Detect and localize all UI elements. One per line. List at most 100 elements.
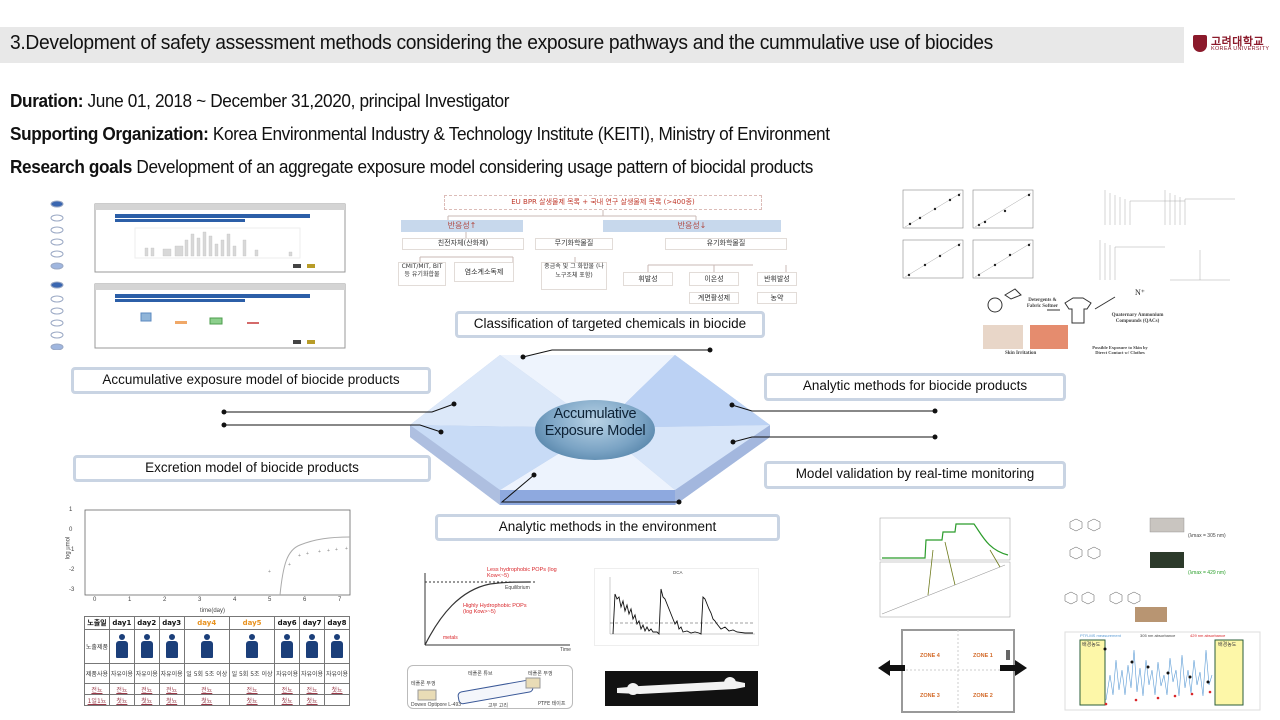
x-tick-label: 0	[93, 597, 97, 603]
duration-label: Duration:	[10, 90, 84, 111]
svg-text:N⁺: N⁺	[1135, 288, 1145, 297]
urine-value: 전뇨	[141, 686, 153, 694]
data-point: +	[335, 547, 338, 553]
wavelength-label: (λmax = 429 nm)	[1188, 570, 1226, 576]
flowchart-node: 유기화학물질	[665, 238, 787, 250]
urine-value: 첫뇨	[141, 697, 153, 705]
urine-cell: 첫뇨	[274, 694, 301, 706]
flowchart-node: 염소계소독제	[454, 262, 514, 282]
day-header-cell: day8	[324, 616, 350, 630]
urine-value: 전뇨	[91, 686, 103, 694]
person-icon	[306, 633, 319, 658]
usage-cell: 일 5회 5조 이상	[183, 663, 230, 684]
urine-cell: 전뇨	[274, 683, 301, 695]
urine-cell: 전뇨	[84, 683, 110, 695]
sampler-annotation: Equilibrium	[505, 585, 530, 591]
data-point: +	[327, 548, 330, 554]
data-point: +	[345, 546, 348, 552]
person-cell	[299, 629, 325, 664]
korea-university-logo: 고려대학교 KOREA UNIVERSITY	[1193, 33, 1273, 55]
device-label: 테플론 뚜껑	[411, 681, 436, 687]
usage-cell: 자유이용	[108, 663, 135, 684]
urine-cell: 전뇨	[108, 683, 135, 695]
sampler-rod-photo	[605, 671, 758, 706]
urine-value: 전뇨	[306, 686, 318, 694]
urine-cell: 전뇨	[299, 683, 325, 695]
flowchart-node: 이온성	[689, 272, 739, 286]
label-classification: Classification of targeted chemicals in …	[455, 311, 765, 338]
sampler-annotation: metals	[443, 635, 458, 641]
urine-cell: 첫뇨	[299, 694, 325, 706]
day-header-cell: day5	[228, 616, 276, 630]
person-icon	[200, 633, 213, 658]
exposure-product-row: 노출제품	[84, 629, 350, 664]
usage-cell: 자유이용	[299, 663, 325, 684]
flowchart-node: 농약	[757, 292, 797, 304]
person-icon	[165, 633, 178, 658]
urine-value: 전뇨	[166, 686, 178, 694]
x-tick-label: 4	[233, 597, 237, 603]
person-cell	[274, 629, 301, 664]
analytic-products-figures: N⁺ Detergents & Fabric Softner Quaternar…	[895, 185, 1275, 360]
flowchart-connectors	[419, 210, 787, 272]
person-icon	[140, 633, 153, 658]
flowchart-node: 휘발성	[623, 272, 673, 286]
excretion-x-label: time(day)	[200, 608, 226, 614]
row-label: 제품사용	[84, 663, 110, 684]
hexagon-left-edge	[410, 425, 500, 505]
flowchart-node: 계면활성제	[689, 292, 739, 304]
urine-cell: 전뇨	[158, 683, 185, 695]
skin-exposure-label: Possible Exposure to Skin by Direct Cont…	[1092, 345, 1148, 355]
usage-cell: 자유이용	[158, 663, 185, 684]
label-accumulative-exposure-model: Accumulative exposure model of biocide p…	[71, 367, 431, 394]
urine-cell: 첫뇨	[108, 694, 135, 706]
sampler-annotation: Less hydrophobic POPs (log Kow<~5)	[487, 567, 557, 579]
exposure-model-screenshots	[45, 190, 355, 351]
hexagon-face-upper-right	[600, 355, 770, 428]
urine-cell: 첫뇨	[324, 683, 350, 695]
x-tick-label: 5	[268, 597, 272, 603]
center-line-2: Exposure Model	[544, 423, 646, 439]
background-conc-label: 배경농도	[1082, 642, 1101, 648]
dca-title: DCA	[673, 570, 683, 575]
research-goals-label: Research goals	[10, 156, 132, 177]
organization-value: Korea Environmental Industry & Technolog…	[208, 123, 830, 144]
skin-irritation-label: Skin Irritation	[1005, 351, 1037, 356]
person-cell	[183, 629, 230, 664]
usage-cell: 자유이용	[133, 663, 160, 684]
monitor-legend-item: PTR-MS measurement	[1080, 633, 1121, 638]
label-excretion-model: Excretion model of biocide products	[73, 455, 431, 482]
x-tick-label: 6	[303, 597, 307, 603]
urine-cell: 1일1뇨	[84, 694, 110, 706]
urine-value: 첫뇨	[116, 697, 128, 705]
data-point: +	[268, 569, 271, 575]
sampler-device-graphic	[417, 677, 541, 705]
urine-value: 전뇨	[116, 686, 128, 694]
person-cell	[108, 629, 135, 664]
usage-cell: 자유이용	[324, 663, 350, 684]
urine-cell	[324, 694, 350, 706]
duration-line: Duration: June 01, 2018 ~ December 31,20…	[10, 90, 509, 112]
person-cell	[158, 629, 185, 664]
hexagon-front-edge	[500, 490, 675, 505]
day-header-cell: day3	[158, 616, 185, 630]
urine-value: 첫뇨	[201, 697, 213, 705]
logo-korean-text: 고려대학교	[1211, 35, 1265, 48]
y-tick-label: -3	[69, 587, 75, 593]
software-screenshot-graphic	[50, 200, 346, 351]
validation-graphic	[878, 517, 1261, 713]
data-point: +	[288, 562, 291, 568]
university-shield-icon	[1193, 35, 1207, 52]
urine-value: 첫뇨	[331, 686, 343, 694]
day-header-cell: 노출일	[84, 616, 110, 630]
sampler-device-figure: 테플론 뚜껑 테플론 튜브 테플론 뚜껑 Dowex Optipore L-49…	[407, 665, 573, 709]
data-point: +	[298, 553, 301, 559]
device-label: 테플론 뚜껑	[528, 671, 553, 677]
device-label: 테플론 튜브	[468, 671, 493, 677]
hexagon-face-top	[500, 355, 675, 428]
urine-value: 첫뇨	[281, 697, 293, 705]
sampler-annotation: Highly Hydrophobic POPs (log Kow>~5)	[463, 603, 527, 615]
